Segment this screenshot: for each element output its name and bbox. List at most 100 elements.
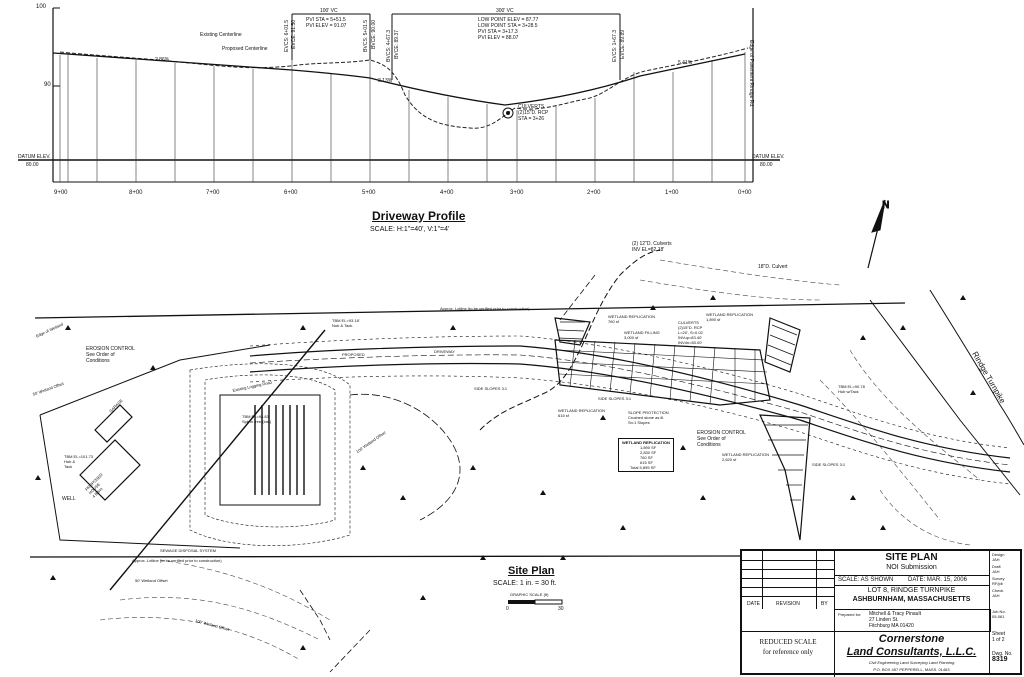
revision-grid [742,551,835,609]
job-cell: Job No. 05-061 [992,609,1006,619]
erosion-control-note-1: EROSION CONTROL See Order of Conditions [86,346,135,364]
graphic-scale-bar [508,599,563,605]
check-cell: Check JAH [992,588,1003,598]
lot-line [29,302,906,558]
profile-culvert-symbol [502,107,514,119]
tbm-note-1: TBM EL=93.18' Nub & Tack [332,318,360,328]
replication-table: WETLAND REPLICATION 1,890 SF 2,830 SF 76… [618,438,674,472]
profile-culverts-note: CULVERTS (2)15"D. RCP STA = 3+26 [518,104,549,122]
station-labels: 9+00 8+00 7+00 6+00 5+00 4+00 3+00 2+00 … [0,190,1024,200]
datum-right-value: 80.00 [760,162,773,168]
dwg-cell: Dwg. No. 8319 [992,651,1013,663]
evcs-left: EVCS: 6+01.5 [284,20,290,52]
lotline-note-bottom: Approx. Lotline (to be verified prior to… [132,558,222,563]
vc-right-pvi-elev: PVI ELEV = 88.07 [478,35,519,41]
dwg-label: Dwg. No. [992,651,1013,657]
evce-right: EVCE: 89.89 [620,30,626,59]
vc-left-pvi-elev: PVI ELEV = 91.07 [306,23,347,29]
revision-date-header: DATE [747,601,760,607]
driveway-label: DRIVEWAY [434,349,455,354]
replication-row: 760 SF [640,455,653,460]
bvce-left: BVCE: 90.00 [371,20,377,49]
datum-left-value: 80.00 [26,162,39,168]
replication-row: 2,830 SF [640,450,657,455]
lotline-note-top: Approx. Lotline (to be verified prior to… [440,306,530,311]
side-slopes-2: SIDE SLOPES 3:1 [598,396,632,401]
dwg-value: 8319 [992,656,1008,663]
survey-cell: Survey RF/jdt [992,576,1004,586]
sheet-title: SITE PLAN [885,552,938,563]
bvcs-left: BVCS: 5+01.5 [363,20,369,52]
company-name-1: Cornerstone [878,633,945,645]
slope-left-label: 2.86% [155,57,170,63]
draft-value: JAH [992,569,1000,574]
vc-left-pvi: PVI STA = 5+51.5 PVI ELEV = 91.07 [306,17,346,29]
survey-label: Survey [992,576,1005,581]
reduced-scale-line2: for reference only [762,648,814,656]
replication-row: 1,890 SF [640,445,657,450]
prepared-for-street: 27 Linden St. [869,617,899,623]
revision-header: DATE REVISION BY [742,598,834,609]
graphic-scale-label: GRAPHIC SCALE (ft) [510,592,549,597]
evcs-right: EVCS: 1+67.3 [612,30,618,62]
station-label: 4+00 [440,190,454,196]
existing-ground-line [59,47,749,129]
title-main: SITE PLAN NOI Submission SCALE: AS SHOWN… [834,551,990,609]
proposed-label: PROPOSED [342,352,365,357]
date-label: DATE: MAR. 15, 2006 [908,577,967,583]
design-label: Design [992,552,1005,557]
job-value: 05-061 [992,614,1005,619]
septic-field [189,363,351,546]
rindge-turnpike-edge [869,289,1024,496]
culverts-plan-note: CULVERTS (2)15"D. RCP L=20', S=0.02 INVu… [678,320,703,345]
house-footprint [79,404,141,501]
vegetation-symbols [35,295,976,650]
svg-text:N: N [882,200,889,211]
graphic-scale-zero: 0 [506,606,509,612]
sheet-value: 1 of 2 [992,637,1005,643]
survey-value: RF/jdt [992,581,1003,586]
replication-row: 615 SF [640,460,653,465]
vc-right-pvi-sta: PVI STA = 3+17.3 [478,29,518,35]
tbm-note-4: TBM EL=101.73 Hub & Tack [64,454,94,469]
check-label: Check [992,588,1004,593]
vc-right-length: 300' VC [496,8,514,14]
tbm-note-2: TBM EL=94.83' Spk in tree (lost) [242,414,272,424]
profile-elev-90: 90 [44,82,51,88]
scale-label: SCALE: AS SHOWN [838,577,894,583]
bvce-right: BVCE: 89.37 [394,30,400,59]
station-label: 1+00 [665,190,679,196]
station-label: 0+00 [738,190,752,196]
profile-station-grid [59,52,746,182]
profile-scale: SCALE: H:1"=40', V:1"=4' [370,226,450,233]
job-label: Job No. [992,609,1006,614]
septic-system-label: SEWAGE DISPOSAL SYSTEM [160,548,216,553]
draft-cell: Draft JAH [992,564,1001,574]
wetland-replication-3: WETLAND REPLICATION 615 sf [558,408,606,418]
design-cell: Design JAH [992,552,1004,562]
bvcs-right: BVCS: 4+67.3 [386,30,392,62]
site-plan-scale: SCALE: 1 in. = 30 ft. [493,580,557,587]
sheet-cell: Sheet 1 of 2 [992,631,1005,643]
company-address: P.O. BOX 457 PEPPERELL, MASS. 01463 [873,667,950,672]
edge-pavement-label: Edge of Pavement Rindge Rd. [748,40,754,108]
station-label: 2+00 [587,190,601,196]
vc-right-low-elev: LOW POINT ELEV = 87.77 [478,17,539,23]
lot-line-2: ASHBURNHAM, MASSACHUSETTS [852,596,971,603]
lot-line-1: LOT 8, RINDGE TURNPIKE [867,587,956,594]
sheet-label: Sheet [992,631,1006,637]
wetland-replication-4: WETLAND REPLICATION 2,620 sf [722,452,770,462]
graphic-scale-thirty: 30 [558,606,564,612]
reduced-scale-note: REDUCED SCALE for reference only [742,637,834,657]
datum-left-label: DATUM ELEV. [18,154,51,160]
site-plan-title: Site Plan [508,565,555,577]
wetland-offset-lines [39,274,596,673]
tbm-note-3: TBM EL=90.78 Hub w/Tack [838,384,865,394]
revision-by-header: BY [821,601,828,607]
station-label: 7+00 [206,190,220,196]
profile-elev-100: 100 [36,4,47,10]
vc-right-low-sta: LOW POINT STA = 3+28.5 [478,23,538,29]
slope-protection-note: SLOPE PROTECTION Crushed stone as ill. S… [628,410,669,425]
wetland-filling-hatch [554,339,771,406]
replication-table-title: WETLAND REPLICATION [622,440,670,445]
